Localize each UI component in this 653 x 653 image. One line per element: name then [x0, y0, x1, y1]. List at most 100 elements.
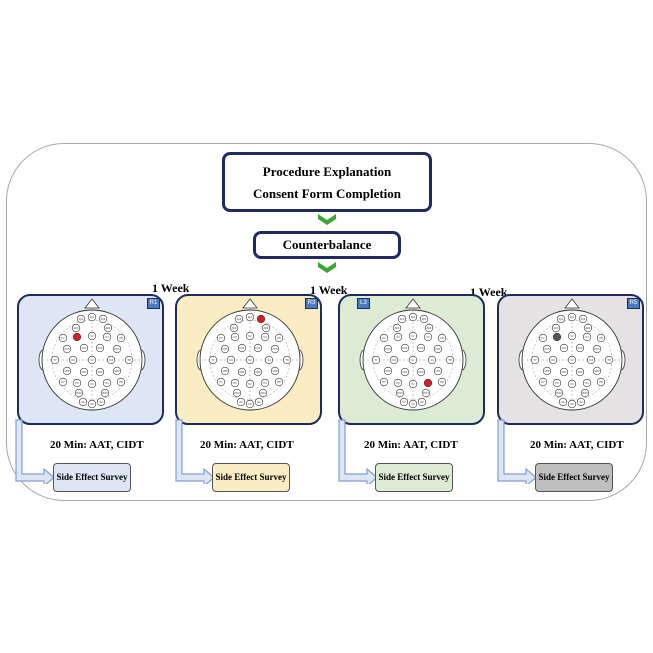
task-label-2: 20 Min: AAT, CIDT — [200, 439, 294, 451]
electrode — [408, 355, 418, 365]
electrode-label: P8 — [119, 380, 123, 384]
electrode — [112, 366, 122, 376]
electrode-label: F7 — [219, 336, 223, 340]
electrode-label: CP1 — [81, 370, 87, 374]
electrode-label: PO4 — [423, 391, 429, 395]
electrode — [87, 355, 97, 365]
electrode — [389, 355, 399, 365]
electrode-label: F7 — [61, 336, 65, 340]
electrode-label: CP1 — [402, 370, 408, 374]
electrode — [220, 366, 230, 376]
electrode — [282, 355, 292, 365]
electrode-label: FC2 — [98, 346, 103, 350]
electrode — [575, 367, 585, 377]
electrode-label: CP5 — [222, 369, 228, 373]
survey-box-1: Side Effect Survey — [53, 463, 131, 492]
electrode-label: F4 — [263, 335, 267, 339]
chevron-down-icon — [318, 262, 336, 273]
stimulation-electrode — [72, 332, 82, 342]
electrode — [596, 377, 606, 387]
electrode — [397, 314, 407, 324]
electrode — [567, 355, 577, 365]
electrode-label: AF4 — [427, 326, 432, 330]
electrode — [112, 344, 122, 354]
procedure-line-1: Procedure Explanation — [262, 164, 392, 179]
survey-box-2: Side Effect Survey — [212, 463, 290, 492]
electrode-label: T7 — [211, 358, 215, 362]
electrode-label: Oz — [411, 402, 415, 406]
electrode-label: O1 — [239, 400, 243, 404]
electrode — [583, 323, 593, 333]
electrode-label: Fpz — [248, 315, 253, 319]
electrode — [270, 366, 280, 376]
procedure-box: Procedure Explanation Consent Form Compl… — [222, 152, 432, 212]
electrode-label: Cz — [411, 358, 415, 362]
electrode-label: Fp1 — [400, 317, 405, 321]
electrode — [445, 355, 455, 365]
electrode — [578, 314, 588, 324]
electrode-label: Fp1 — [559, 317, 564, 321]
electrode-label: CP6 — [594, 369, 600, 373]
electrode — [552, 378, 562, 388]
electrode — [270, 344, 280, 354]
electrode-label: F3 — [396, 335, 400, 339]
electrode-label: Fp2 — [422, 317, 427, 321]
electrode-label: FC6 — [273, 347, 278, 351]
electrode — [393, 378, 403, 388]
electrode — [254, 397, 264, 407]
electrode — [383, 344, 393, 354]
electrode-label: AF3 — [395, 326, 400, 330]
electrode-label: O2 — [99, 400, 103, 404]
electrode — [408, 399, 418, 409]
electrode-label: FC2 — [419, 346, 424, 350]
electrode — [237, 367, 247, 377]
electrode — [87, 399, 97, 409]
electrode-label: O2 — [257, 400, 261, 404]
electrode-label: FC6 — [115, 347, 120, 351]
stimulation-electrode — [423, 378, 433, 388]
electrode — [383, 366, 393, 376]
electrode — [230, 378, 240, 388]
electrode — [216, 377, 226, 387]
electrode-label: AF4 — [586, 326, 591, 330]
electrode — [71, 323, 81, 333]
session-badge: R5 — [627, 298, 640, 309]
electrode — [260, 378, 270, 388]
electrode — [538, 377, 548, 387]
electrode — [124, 355, 134, 365]
electrode-label: FC5 — [65, 347, 70, 351]
electrode — [87, 379, 97, 389]
electrode-label: Fp2 — [101, 317, 106, 321]
electrode-label: F8 — [599, 336, 603, 340]
electrode-label: F8 — [277, 336, 281, 340]
electrode-label: FC1 — [562, 346, 567, 350]
counterbalance-box: Counterbalance — [253, 231, 401, 259]
electrode — [399, 397, 409, 407]
electrode-label: F7 — [541, 336, 545, 340]
electrode — [229, 323, 239, 333]
electrode — [556, 314, 566, 324]
electrode-label: O2 — [420, 400, 424, 404]
electrode-label: CP2 — [577, 370, 583, 374]
electrode — [79, 343, 89, 353]
electrode — [74, 388, 84, 398]
electrode-label: AF4 — [106, 326, 111, 330]
survey-box-3: Side Effect Survey — [375, 463, 453, 492]
electrode-label: Cz — [248, 358, 252, 362]
electrode-label: P3 — [555, 381, 559, 385]
electrode-label: F8 — [440, 336, 444, 340]
electrode-label: P4 — [263, 381, 267, 385]
electrode-label: P8 — [599, 380, 603, 384]
electrode-label: CP1 — [239, 370, 245, 374]
electrode-label: P7 — [541, 380, 545, 384]
survey-box-4: Side Effect Survey — [535, 463, 613, 492]
electrode — [580, 388, 590, 398]
electrode-label: PO3 — [234, 391, 240, 395]
electrode — [237, 343, 247, 353]
electrode — [551, 323, 561, 333]
